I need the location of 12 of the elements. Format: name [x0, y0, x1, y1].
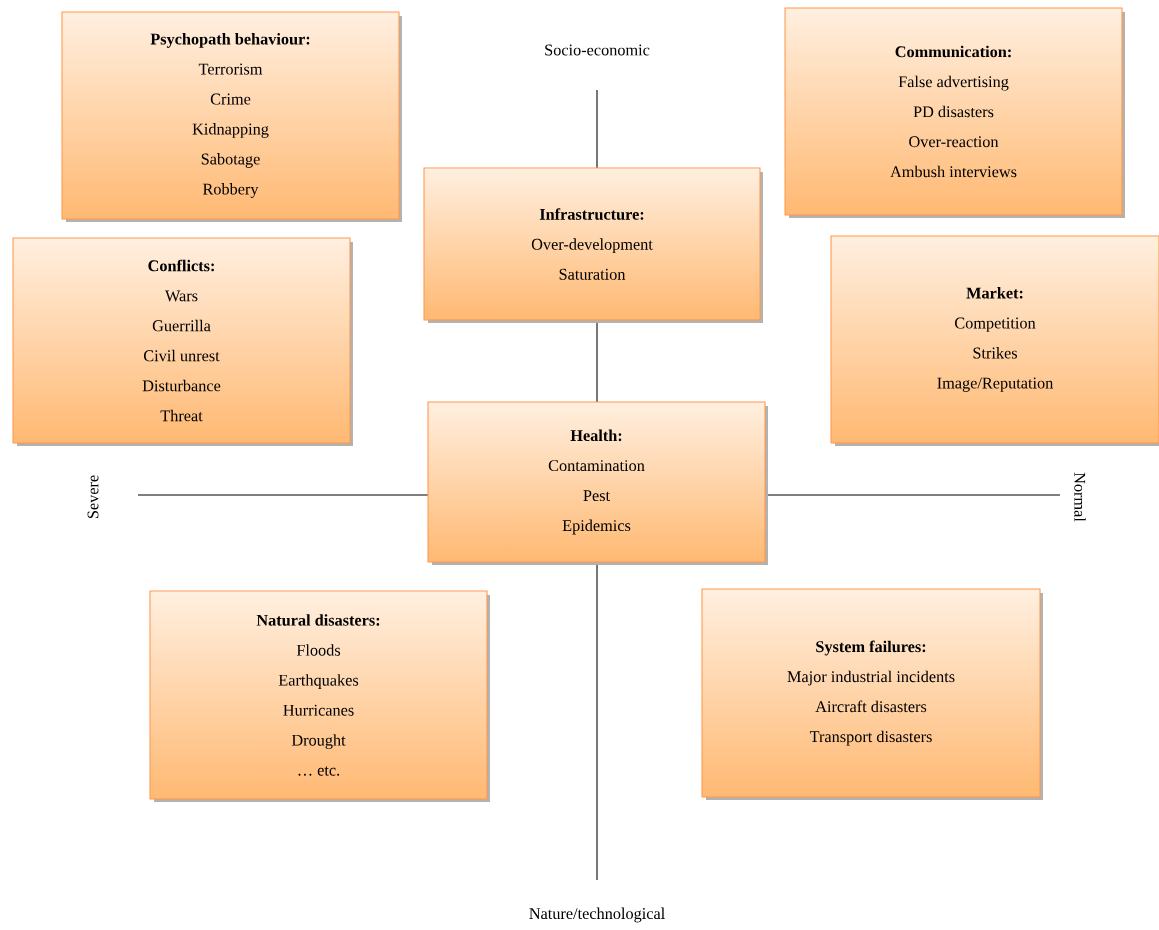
axis-label: Severe: [87, 475, 99, 519]
category-box: Conflicts: Wars Guerrilla Civil unrest Disturbance Threat: [12, 237, 353, 446]
axis-label: Socio-economic: [545, 44, 650, 56]
category-box: Infrastructure: Over-development Saturation: [423, 167, 763, 323]
category-box: Health: Contamination Pest Epidemics: [427, 401, 768, 565]
category-box: Market: Competition Strikes Image/Reputation: [830, 235, 1159, 446]
category-box: System failures: Major industrial incidents Aircraft disasters Transport disasters: [701, 588, 1043, 800]
category-box: Natural disasters: Floods Earthquakes Hurricanes Drought … etc.: [149, 590, 490, 802]
axis-label: Nature/technological: [529, 907, 665, 923]
axis-label: Normal: [1074, 472, 1086, 522]
category-box: Communication: False advertising PD disasters Over-reaction Ambush interviews: [784, 7, 1125, 218]
category-box: Psychopath behaviour: Terrorism Crime Kidnapping Sabotage Robbery: [61, 11, 402, 222]
